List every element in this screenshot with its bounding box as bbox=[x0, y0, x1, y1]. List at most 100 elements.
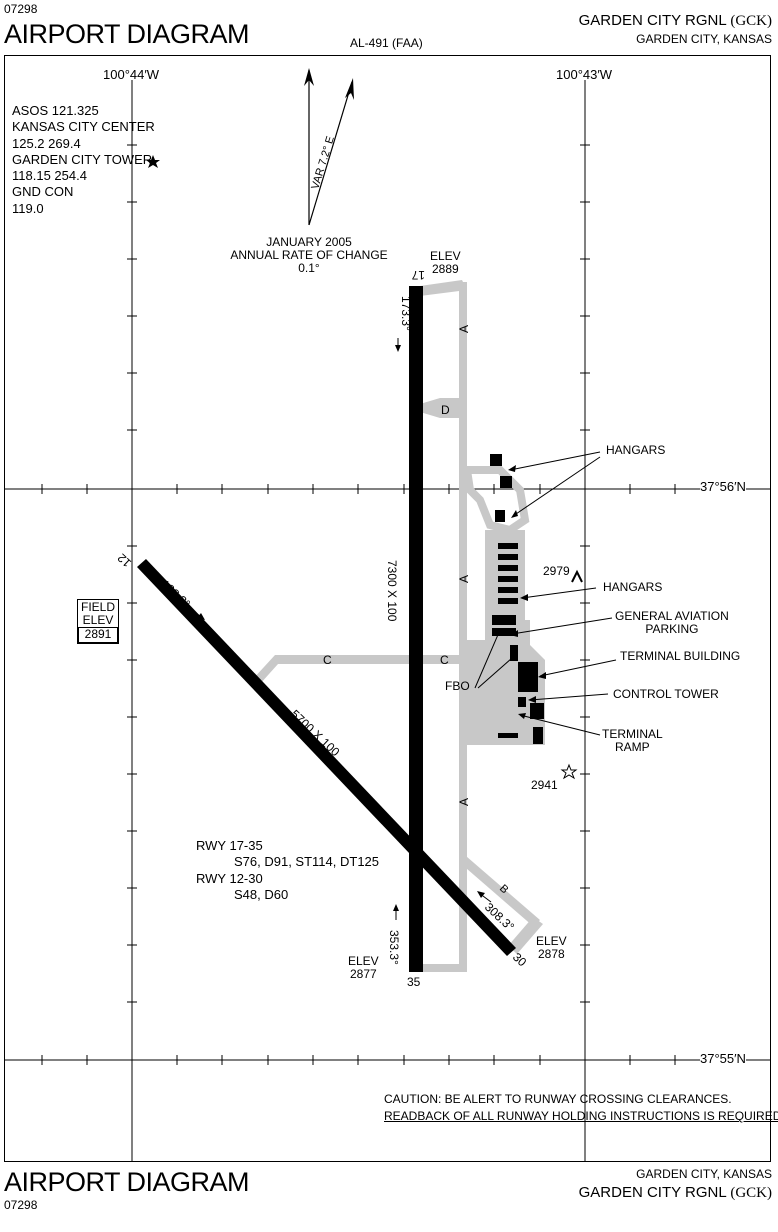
leader-ga-parking bbox=[511, 617, 613, 635]
terminal-ramp-area bbox=[459, 640, 545, 745]
rwy17-elev-value: 2889 bbox=[431, 262, 459, 277]
runway-number-17: 17 bbox=[411, 268, 425, 282]
airport-id-bottom: (GCK) bbox=[730, 1185, 772, 1201]
rwy35-elev-label: ELEV bbox=[348, 954, 379, 968]
label-ga-line2: PARKING bbox=[645, 622, 699, 637]
field-elev-line2: ELEV bbox=[82, 613, 114, 628]
ground-frequency: 119.0 bbox=[12, 200, 44, 216]
leader-hangars-top-1 bbox=[509, 451, 601, 471]
hangar-row-5 bbox=[498, 587, 518, 593]
runway-number-12: 12 bbox=[114, 550, 134, 570]
leader-arrowheads bbox=[508, 465, 546, 719]
heading-353: 353.3° bbox=[387, 930, 401, 965]
label-ga-parking: GENERAL AVIATION PARKING bbox=[615, 609, 729, 637]
label-control-tower: CONTROL TOWER bbox=[613, 687, 719, 701]
leader-hangars-top-2 bbox=[512, 456, 601, 517]
chart-number-bottom: 07298 bbox=[4, 1198, 38, 1212]
city-state-top: GARDEN CITY, KANSAS bbox=[636, 32, 772, 46]
heading-173: 173.3° bbox=[399, 296, 413, 331]
taxiway-label-a-north: A bbox=[457, 325, 471, 333]
taxiway-label-a-mid: A bbox=[457, 575, 471, 583]
buildings bbox=[490, 454, 544, 744]
obstacle-icon bbox=[571, 569, 583, 583]
heading-arrow-heads bbox=[197, 345, 485, 911]
rwy35-elev-value: 2877 bbox=[349, 967, 377, 982]
fbo-building-1 bbox=[492, 615, 516, 625]
field-elev-value: 2891 bbox=[78, 627, 119, 643]
airport-name-text: GARDEN CITY RGNL bbox=[578, 12, 727, 29]
taxiway-label-c-west: C bbox=[323, 653, 332, 667]
label-terminal-line2: RAMP bbox=[615, 740, 650, 755]
leader-fbo-2 bbox=[477, 657, 513, 689]
strength-rwy17-35-label: RWY 17-35 bbox=[196, 838, 263, 853]
runway-number-35: 35 bbox=[407, 975, 421, 989]
hangar-3 bbox=[495, 510, 505, 522]
label-hangars-north: HANGARS bbox=[606, 443, 666, 457]
ramp-building-2 bbox=[533, 727, 543, 744]
taxiway-b-connector bbox=[508, 917, 543, 954]
hangar-row-1 bbox=[498, 543, 518, 549]
tower-frequency: 118.15 254.4 bbox=[12, 168, 87, 183]
strength-rwy12-30-label: RWY 12-30 bbox=[196, 870, 263, 886]
diagram-frame bbox=[4, 55, 771, 1162]
label-terminal-ramp: TERMINAL RAMP bbox=[602, 727, 663, 755]
tower-star-icon bbox=[146, 155, 160, 168]
coordinate-grid bbox=[5, 80, 771, 1162]
rwy30-elev-value: 2878 bbox=[537, 947, 565, 962]
variation-label: VAR 7.2° E bbox=[309, 135, 337, 191]
obstacle-elevation: 2979 bbox=[543, 564, 570, 578]
taxiway-label-c-east: C bbox=[440, 653, 449, 667]
ground-name: GND CON bbox=[12, 184, 74, 200]
terminal-annex bbox=[530, 703, 544, 719]
strength-rwy12-30-values: S48, D60 bbox=[234, 886, 289, 902]
beacon-icon bbox=[560, 763, 578, 780]
label-terminal-line1: TERMINAL bbox=[602, 727, 663, 741]
hangar-row-6 bbox=[498, 598, 518, 604]
leader-hangars-mid bbox=[521, 587, 597, 599]
runway-17-35 bbox=[409, 286, 423, 972]
rwy17-elevation: ELEV 2889 bbox=[430, 249, 461, 277]
leader-terminal-ramp bbox=[519, 714, 601, 736]
latitude-south-label: 37°55′N bbox=[700, 1051, 746, 1068]
rwy30-elev-label: ELEV bbox=[536, 934, 567, 948]
taxiway-system bbox=[252, 280, 545, 972]
north-arrow bbox=[304, 68, 314, 225]
hangar-row-2 bbox=[498, 554, 518, 560]
leader-lines bbox=[474, 451, 617, 736]
label-terminal-building: TERMINAL BUILDING bbox=[620, 649, 741, 663]
runway-number-30: 30 bbox=[510, 950, 530, 970]
taxiway-b bbox=[459, 850, 540, 927]
leader-terminal-building bbox=[539, 659, 617, 677]
magnetic-variation-arrow bbox=[308, 78, 354, 226]
caution-line2: READBACK OF ALL RUNWAY HOLDING INSTRUCTI… bbox=[384, 1109, 778, 1124]
rwy17-elev-label: ELEV bbox=[430, 249, 461, 263]
procedure-id: AL-491 (FAA) bbox=[350, 36, 423, 50]
magnetic-info: JANUARY 2005 ANNUAL RATE OF CHANGE 0.1° bbox=[225, 235, 393, 276]
hangar-row-3 bbox=[498, 565, 518, 571]
fbo-building-2 bbox=[492, 628, 516, 636]
rate-value: 0.1° bbox=[298, 261, 320, 276]
label-fbo: FBO bbox=[445, 679, 470, 693]
field-elevation-box: FIELD ELEV 2891 bbox=[77, 599, 120, 644]
city-state-bottom: GARDEN CITY, KANSAS bbox=[636, 1167, 772, 1181]
airport-name-top: GARDEN CITY RGNL (GCK) bbox=[579, 12, 772, 30]
taxiway-connector-north bbox=[420, 280, 467, 296]
terminal-building bbox=[518, 662, 538, 692]
leader-control-tower bbox=[529, 693, 609, 701]
runway-strength-block: RWY 17-35 S76, D91, ST114, DT125 RWY 12-… bbox=[196, 838, 379, 903]
heading-arrows bbox=[189, 338, 492, 920]
hangar-1 bbox=[490, 454, 502, 466]
center-name: KANSAS CITY CENTER bbox=[12, 119, 155, 135]
runway-17-35-dimensions: 7300 X 100 bbox=[385, 560, 399, 622]
longitude-west-label: 100°44′W bbox=[103, 67, 160, 82]
control-tower bbox=[518, 697, 526, 707]
fbo-building-3 bbox=[510, 645, 518, 661]
latitude-north-label: 37°56′N bbox=[700, 479, 746, 496]
chart-title-top: AIRPORT DIAGRAM bbox=[4, 19, 250, 49]
taxiway-c bbox=[252, 655, 459, 684]
taxiway-a-parallel bbox=[459, 282, 467, 972]
grid-ticks bbox=[41, 144, 676, 1065]
asos-frequency: ASOS 121.325 bbox=[12, 103, 99, 118]
runways bbox=[137, 286, 516, 972]
